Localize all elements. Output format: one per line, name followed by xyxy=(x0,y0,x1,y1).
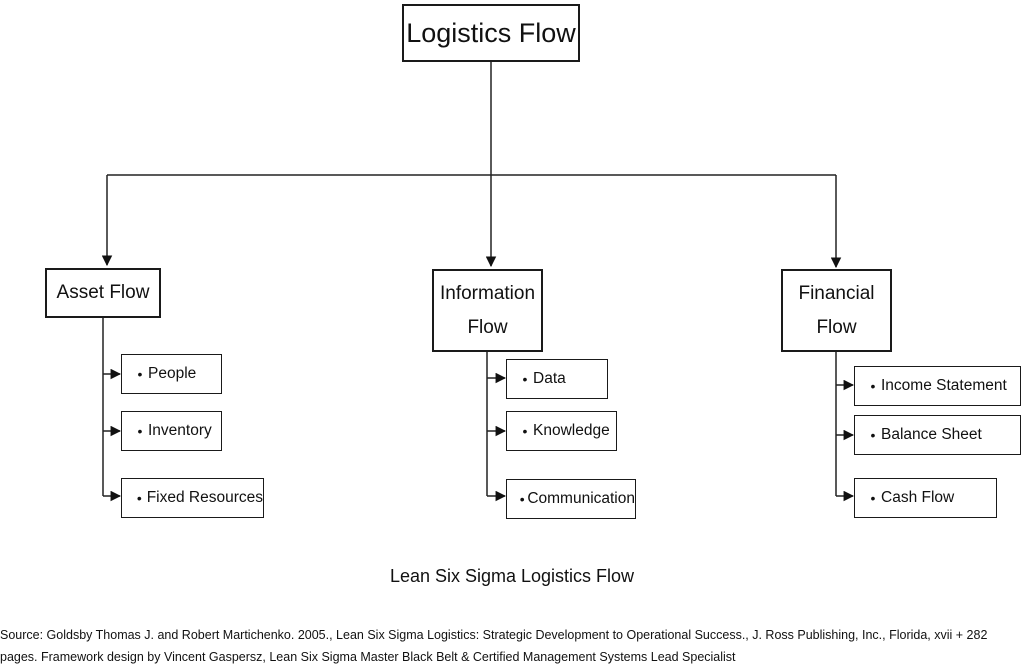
bullet-icon: • xyxy=(137,423,143,439)
category-title-line-2: Flow xyxy=(467,316,508,338)
item-label: Communication xyxy=(527,490,635,507)
category-title-line-2: Flow xyxy=(816,316,857,338)
bullet-icon: • xyxy=(137,366,143,382)
source-line-1: Source: Goldsby Thomas J. and Robert Mar… xyxy=(0,628,988,642)
category-title: Asset Flow xyxy=(56,282,150,303)
bullet-icon: • xyxy=(519,491,525,507)
list-item-fixed-resources: • Fixed Resources xyxy=(121,478,264,518)
bullet-icon: • xyxy=(522,423,528,439)
item-label: People xyxy=(148,365,197,382)
item-label: Balance Sheet xyxy=(881,426,982,443)
list-item-cash-flow: • Cash Flow xyxy=(854,478,997,518)
diagram-caption: Lean Six Sigma Logistics Flow xyxy=(389,566,635,586)
category-node-information-flow: Information Flow xyxy=(432,269,543,352)
bullet-icon: • xyxy=(522,371,528,387)
bullet-icon: • xyxy=(136,490,142,506)
bullet-icon: • xyxy=(870,427,876,443)
source-line-2: pages. Framework design by Vincent Gaspe… xyxy=(0,650,736,664)
category-node-financial-flow: Financial Flow xyxy=(781,269,892,352)
item-label: Fixed Resources xyxy=(146,489,263,506)
category-node-asset-flow: Asset Flow xyxy=(45,268,161,318)
item-label: Income Statement xyxy=(881,377,1007,394)
list-item-people: • People xyxy=(121,354,222,394)
root-node: Logistics Flow xyxy=(402,4,580,62)
item-label: Data xyxy=(533,370,566,387)
list-item-balance-sheet: • Balance Sheet xyxy=(854,415,1021,455)
source-note: Source: Goldsby Thomas J. and Robert Mar… xyxy=(0,624,1024,668)
list-item-knowledge: • Knowledge xyxy=(506,411,617,451)
item-label: Inventory xyxy=(148,422,212,439)
category-title-line-1: Information xyxy=(439,282,536,304)
list-item-income-statement: • Income Statement xyxy=(854,366,1021,406)
root-title: Logistics Flow xyxy=(406,18,576,48)
item-label: Cash Flow xyxy=(881,489,955,506)
bullet-icon: • xyxy=(870,378,876,394)
list-item-data: • Data xyxy=(506,359,608,399)
category-title-line-1: Financial xyxy=(798,282,875,304)
bullet-icon: • xyxy=(870,490,876,506)
item-label: Knowledge xyxy=(533,422,610,439)
list-item-communication: • Communication xyxy=(506,479,636,519)
list-item-inventory: • Inventory xyxy=(121,411,222,451)
